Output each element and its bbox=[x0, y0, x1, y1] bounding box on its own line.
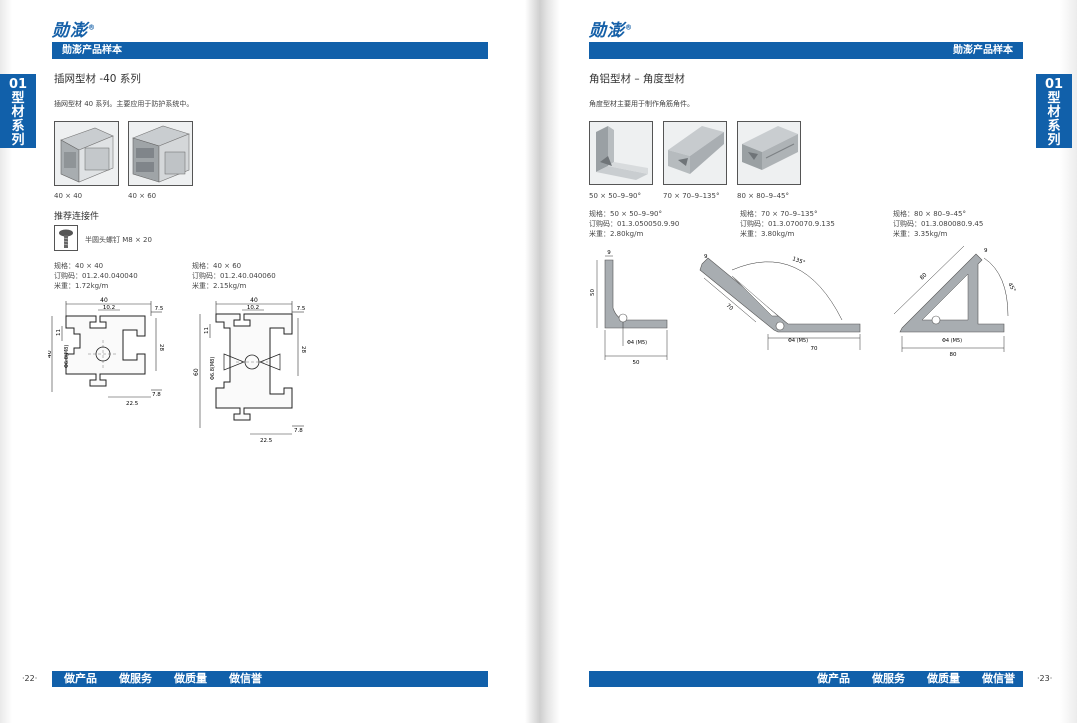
dim-thickness: 9 bbox=[984, 248, 988, 254]
connector-label: 半圆头螺钉 M8 × 20 bbox=[85, 236, 152, 244]
dim-depth: 22.5 bbox=[260, 438, 273, 444]
catalog-header-bar: 勋澎产品样本 bbox=[589, 42, 1023, 59]
drawing-angle-45: 9 45° 80 Φ4 (M5) 80 bbox=[893, 245, 1016, 358]
catalog-header-bar: 勋澎产品样本 bbox=[52, 42, 488, 59]
dim-height: 60 bbox=[193, 368, 200, 376]
dim-slot: 10.2 bbox=[103, 305, 115, 311]
spec-block-90: 规格：50 × 50–9–90° 订购码：01.3.050050.9.90 米重… bbox=[589, 210, 680, 238]
thumb-label: 40 × 60 bbox=[128, 192, 157, 200]
dim-width: 40 bbox=[250, 297, 258, 304]
dim-angle: 135° bbox=[791, 256, 806, 266]
dim-thickness: 9 bbox=[607, 250, 611, 256]
section-intro: 角度型材主要用于制作角筋角件。 bbox=[589, 100, 694, 108]
page-number: ·23· bbox=[1037, 674, 1053, 683]
screw-icon bbox=[54, 225, 78, 251]
dim-thickness: 9 bbox=[704, 254, 708, 260]
dim-leg: 70 bbox=[725, 303, 735, 312]
dim-depth: 22.5 bbox=[126, 401, 139, 407]
brand-logo: 勋澎® bbox=[52, 21, 96, 41]
spec-block-135: 规格：70 × 70–9–135° 订购码：01.3.070070.9.135 … bbox=[740, 210, 835, 238]
dim-inner: 28 bbox=[158, 344, 164, 351]
dim-foot: 7.8 bbox=[152, 392, 161, 398]
dim-offset: 11 bbox=[204, 327, 210, 334]
dim-hole: Φ4 (M5) bbox=[788, 338, 808, 344]
spec-block-40x40: 规格：40 × 40 订购码：01.2.40.040040 米重：1.72kg/… bbox=[54, 262, 138, 290]
dim-bore: Φ6.8(M8) bbox=[210, 357, 216, 380]
profile-photo-40x60 bbox=[128, 121, 193, 186]
section-intro: 插网型材 40 系列。主要应用于防护系统中。 bbox=[54, 100, 194, 108]
dim-hole: Φ4 (M5) bbox=[627, 340, 647, 346]
dim-height: 50 bbox=[590, 289, 596, 296]
drawing-angle-90: 9 50 Φ4 (M5) 50 bbox=[590, 250, 668, 366]
thumb-label: 50 × 50–9–90° bbox=[589, 192, 641, 200]
dim-inner: 28 bbox=[300, 346, 306, 353]
brand-logo: 勋澎® bbox=[589, 21, 633, 41]
dim-lip: 7.5 bbox=[155, 306, 164, 312]
dim-width: 80 bbox=[950, 352, 957, 358]
side-tab-series: 01 型 材 系 列 bbox=[1036, 74, 1072, 148]
thumb-label: 80 × 80–9–45° bbox=[737, 192, 789, 200]
side-tab-series: 01 型 材 系 列 bbox=[0, 74, 36, 148]
section-title: 角铝型材 – 角度型材 bbox=[589, 73, 685, 85]
section-title: 插网型材 -40 系列 bbox=[54, 73, 141, 85]
footer-bar: 做产品做服务做质量做信誉 bbox=[52, 671, 488, 687]
dim-height: 40 bbox=[48, 350, 53, 358]
connector-heading: 推荐连接件 bbox=[54, 212, 100, 222]
page-number: ·22· bbox=[22, 674, 38, 683]
dim-offset: 11 bbox=[56, 329, 62, 336]
dim-foot: 7.8 bbox=[294, 428, 303, 434]
dim-bore: Φ6.8(M8) bbox=[64, 345, 70, 368]
drawing-angle-135: 9 135° 70 Φ4 (M5) 70 bbox=[699, 254, 861, 352]
spec-block-45: 规格：80 × 80–9–45° 订购码：01.3.080080.9.45 米重… bbox=[893, 210, 984, 238]
dim-width: 70 bbox=[811, 346, 818, 352]
drawing-40x40: 40 10.2 7.5 28 11 40 Φ6.8(M8) 22.5 7.8 bbox=[48, 297, 164, 407]
dim-lip: 7.5 bbox=[297, 306, 306, 312]
angle-photo-135 bbox=[663, 121, 727, 185]
dim-hole: Φ4 (M5) bbox=[942, 338, 962, 344]
dim-width: 50 bbox=[633, 360, 640, 366]
spec-block-40x60: 规格：40 × 60 订购码：01.2.40.040060 米重：2.15kg/… bbox=[192, 262, 276, 290]
thumb-label: 40 × 40 bbox=[54, 192, 83, 200]
angle-photo-90 bbox=[589, 121, 653, 185]
profile-photo-40x40 bbox=[54, 121, 119, 186]
angle-photo-45 bbox=[737, 121, 801, 185]
dim-width: 40 bbox=[100, 297, 108, 304]
dim-slot: 10.2 bbox=[247, 305, 259, 311]
dim-leg: 80 bbox=[919, 272, 929, 282]
dim-angle: 45° bbox=[1006, 282, 1016, 294]
footer-bar: 做产品做服务做质量做信誉 bbox=[589, 671, 1023, 687]
thumb-label: 70 × 70–9–135° bbox=[663, 192, 720, 200]
